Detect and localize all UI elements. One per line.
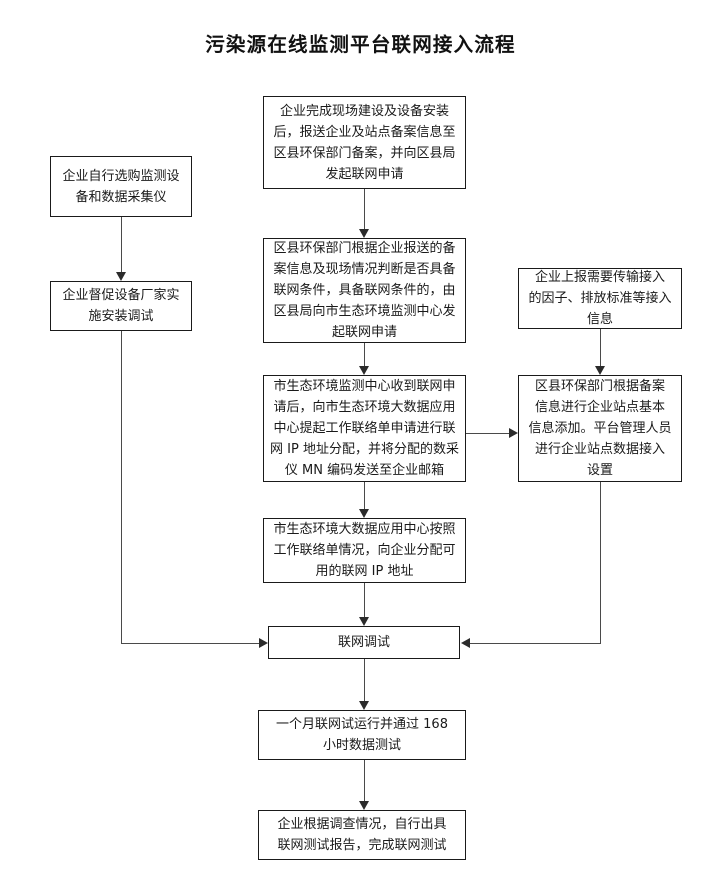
node-center-4: 市生态环境大数据应用中心按照 工作联络单情况，向企业分配可 用的联网 IP 地址 — [263, 518, 466, 583]
node-center-1: 企业完成现场建设及设备安装 后，报送企业及站点备案信息至 区县环保部门备案，并向… — [263, 96, 466, 189]
node-left-1-label: 企业自行选购监测设 备和数据采集仪 — [62, 168, 180, 205]
node-right-2: 区县环保部门根据备案 信息进行企业站点基本 信息添加。平台管理人员 进行企业站点… — [518, 375, 682, 482]
node-bottom-2: 企业根据调查情况，自行出具 联网测试报告，完成联网测试 — [258, 810, 466, 860]
arrow-bottom1-bottom2 — [359, 801, 369, 810]
arrow-right1-right2 — [595, 366, 605, 375]
node-center-4-label: 市生态环境大数据应用中心按照 工作联络单情况，向企业分配可 用的联网 IP 地址 — [273, 522, 456, 579]
node-center-3: 市生态环境监测中心收到联网申 请后，向市生态环境大数据应用 中心提起工作联络单申… — [263, 375, 466, 482]
node-bottom-1: 一个月联网试运行并通过 168 小时数据测试 — [258, 710, 466, 760]
node-right-2-label: 区县环保部门根据备案 信息进行企业站点基本 信息添加。平台管理人员 进行企业站点… — [528, 379, 672, 478]
connector-debug-bottom1 — [364, 659, 365, 701]
arrow-center3-center4 — [359, 509, 369, 518]
connector-center1-center2 — [364, 189, 365, 229]
connector-center3-center4 — [364, 482, 365, 509]
node-right-1-label: 企业上报需要传输接入 的因子、排放标准等接入 信息 — [528, 270, 672, 327]
node-center-2: 区县环保部门根据企业报送的备 案信息及现场情况判断是否具备 联网条件，具备联网条… — [263, 238, 466, 343]
arrow-right-into-debug — [461, 638, 470, 648]
node-right-1: 企业上报需要传输接入 的因子、排放标准等接入 信息 — [518, 268, 682, 329]
connector-right2-debug — [470, 643, 601, 644]
node-left-2-label: 企业督促设备厂家实 施安装调试 — [62, 288, 180, 324]
node-left-2: 企业督促设备厂家实 施安装调试 — [50, 281, 192, 331]
arrow-center4-debug — [359, 617, 369, 626]
connector-left2-down — [121, 331, 122, 643]
node-debug: 联网调试 — [268, 626, 460, 659]
connector-bottom1-bottom2 — [364, 760, 365, 801]
page-title: 污染源在线监测平台联网接入流程 — [205, 33, 516, 56]
arrow-left1-left2 — [116, 272, 126, 281]
node-bottom-2-label: 企业根据调查情况，自行出具 联网测试报告，完成联网测试 — [277, 817, 447, 853]
connector-left1-left2 — [121, 217, 122, 272]
arrow-center3-right2 — [509, 428, 518, 438]
connector-right1-right2 — [600, 329, 601, 366]
connector-left2-debug — [121, 643, 259, 644]
connector-right2-down — [600, 482, 601, 643]
connector-center3-right2 — [466, 433, 509, 434]
arrow-left-into-debug — [259, 638, 268, 648]
node-center-1-label: 企业完成现场建设及设备安装 后，报送企业及站点备案信息至 区县环保部门备案，并向… — [273, 103, 456, 182]
arrow-center2-center3 — [359, 366, 369, 375]
connector-center2-center3 — [364, 343, 365, 366]
node-left-1: 企业自行选购监测设 备和数据采集仪 — [50, 156, 192, 217]
node-debug-label: 联网调试 — [337, 635, 390, 650]
connector-center4-debug — [364, 583, 365, 617]
node-center-3-label: 市生态环境监测中心收到联网申 请后，向市生态环境大数据应用 中心提起工作联络单申… — [270, 379, 459, 478]
arrow-debug-bottom1 — [359, 701, 369, 710]
arrow-center1-center2 — [359, 229, 369, 238]
node-bottom-1-label: 一个月联网试运行并通过 168 小时数据测试 — [276, 717, 448, 753]
node-center-2-label: 区县环保部门根据企业报送的备 案信息及现场情况判断是否具备 联网条件，具备联网条… — [273, 241, 456, 340]
